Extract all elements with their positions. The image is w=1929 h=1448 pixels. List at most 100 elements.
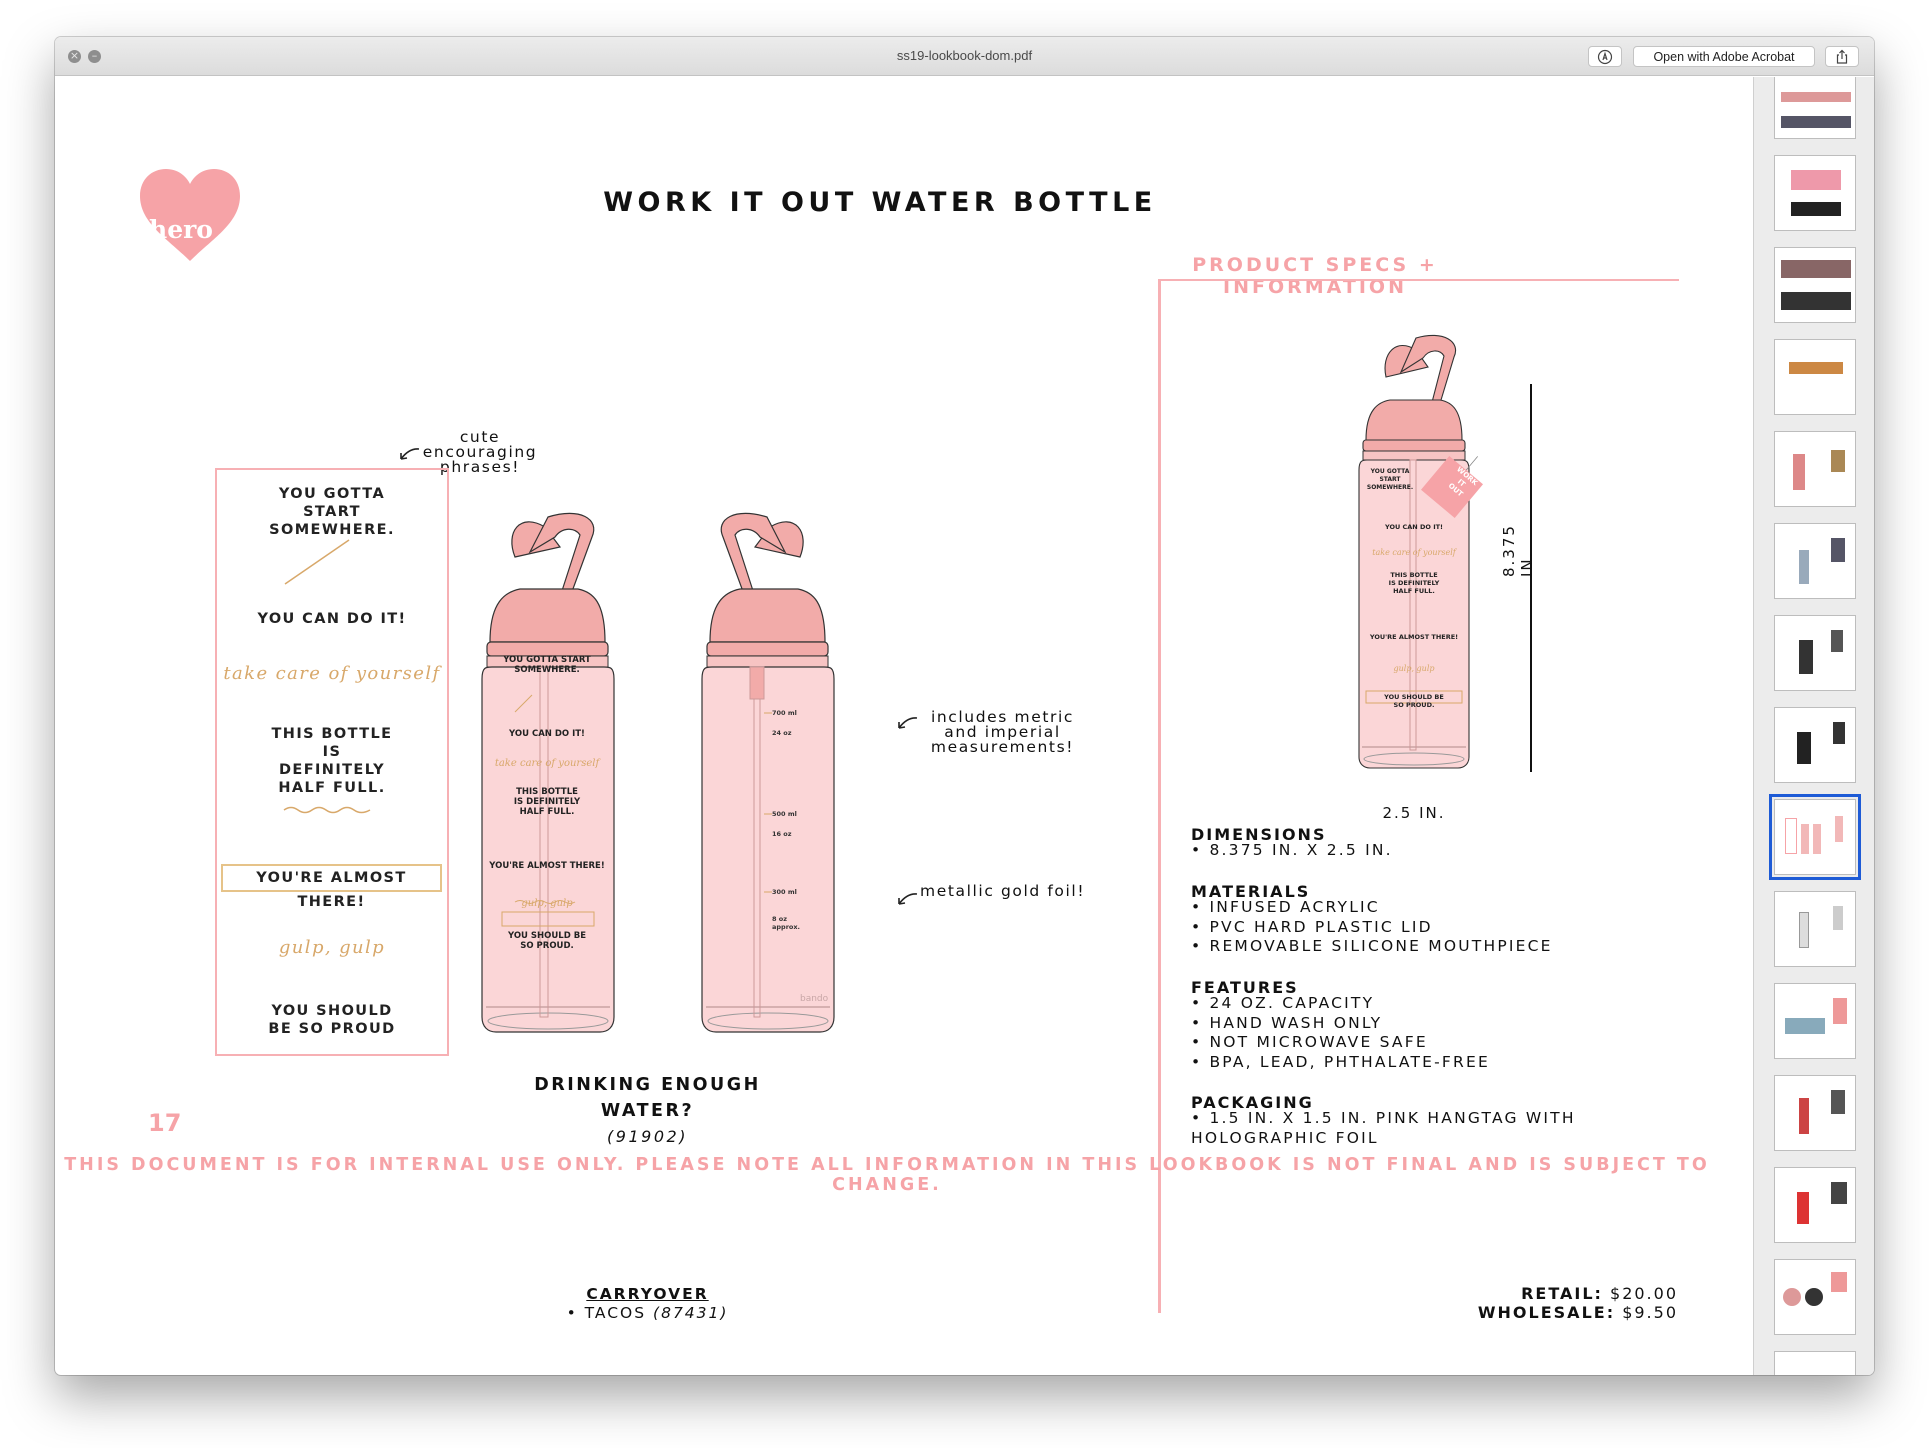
bottle-front-print: YOU GOTTA START SOMEWHERE. YOU CAN DO IT… xyxy=(482,655,612,951)
materials-item: • INFUSED ACRYLIC xyxy=(1191,898,1380,916)
phrase-almost-there: YOU'RE ALMOST THERE! xyxy=(221,864,442,910)
print-line: take care of yourself xyxy=(494,758,600,769)
gold-wave-icon xyxy=(283,806,371,814)
bando-logo: bando xyxy=(800,994,829,1004)
dimensions-heading: DIMENSIONS xyxy=(1191,825,1327,844)
hero-badge-label: hero xyxy=(149,215,213,244)
page-thumbnail[interactable] xyxy=(1774,523,1856,599)
features-item: • 24 OZ. CAPACITY xyxy=(1191,994,1375,1012)
carryover-heading: CARRYOVER xyxy=(586,1285,709,1303)
packaging-heading: PACKAGING xyxy=(1191,1093,1314,1112)
print-line: YOU SHOULD BE xyxy=(507,931,587,941)
product-name-line1: DRINKING ENOUGH xyxy=(534,1075,761,1095)
page-thumbnail[interactable] xyxy=(1774,1167,1856,1243)
window-title: ss19-lookbook-dom.pdf xyxy=(896,48,1033,63)
page-thumbnail[interactable] xyxy=(1774,155,1856,231)
packaging-item: HOLOGRAPHIC FOIL xyxy=(1191,1128,1379,1147)
print-line: SOMEWHERE. xyxy=(1366,484,1414,491)
features-item: • HAND WASH ONLY xyxy=(1191,1013,1383,1032)
print-line: gulp, gulp xyxy=(1393,664,1435,673)
page-thumbnail[interactable] xyxy=(1774,1259,1856,1335)
minimize-window-button[interactable]: – xyxy=(88,49,101,63)
phrases-panel xyxy=(215,468,449,1056)
wholesale-label: WHOLESALE: xyxy=(1477,1303,1616,1322)
print-line: THIS BOTTLE xyxy=(516,787,578,797)
page-thumbnail[interactable] xyxy=(1774,431,1856,507)
features-item: • NOT MICROWAVE SAFE xyxy=(1191,1033,1428,1051)
metric-note-line3: measurements! xyxy=(930,738,1075,756)
retail-label: RETAIL: xyxy=(1521,1284,1603,1303)
print-line: YOU'RE ALMOST THERE! xyxy=(489,861,605,871)
arrow-icon xyxy=(400,448,420,460)
page-thumbnail[interactable] xyxy=(1774,339,1856,415)
wholesale-value: $9.50 xyxy=(1622,1303,1678,1322)
preview-window: × – ss19-lookbook-dom.pdf Open with Adob… xyxy=(55,37,1874,1375)
dimension-bottle-print: YOU GOTTA START SOMEWHERE. xyxy=(1360,468,1420,492)
page-thumbnail[interactable] xyxy=(1774,247,1856,323)
print-line: SOMEWHERE. xyxy=(514,665,580,675)
page-thumbnail[interactable] xyxy=(1774,707,1856,783)
measure-24oz: 24 oz xyxy=(772,729,792,737)
print-line: HALF FULL. xyxy=(1393,587,1435,595)
measure-16oz: 16 oz xyxy=(772,830,792,838)
dimension-bottle-print: YOU CAN DO IT! take care of yourself THI… xyxy=(1356,523,1472,709)
gold-line-icon xyxy=(284,539,350,585)
print-line: YOU SHOULD BE xyxy=(1384,693,1444,701)
print-line: take care of yourself xyxy=(1372,548,1456,557)
page-thumbnail[interactable] xyxy=(1774,891,1856,967)
dimensions-item: • 8.375 IN. X 2.5 IN. xyxy=(1191,841,1393,859)
specs-heading: PRODUCT SPECS + INFORMATION xyxy=(1192,254,1438,298)
features-item: • BPA, LEAD, PHTHALATE-FREE xyxy=(1191,1052,1490,1071)
page-thumbnail-selected[interactable] xyxy=(1769,794,1861,880)
bottle-dimension-illustration xyxy=(1358,334,1532,772)
bottle-back-illustration xyxy=(701,512,835,1033)
footer-disclaimer: THIS DOCUMENT IS FOR INTERNAL USE ONLY. … xyxy=(64,1155,1710,1195)
page-number: 17 xyxy=(148,1109,182,1137)
measure-300ml: 300 ml xyxy=(772,888,797,896)
phrase-gulp: gulp, gulp xyxy=(278,937,386,958)
title-bar: × – ss19-lookbook-dom.pdf Open with Adob… xyxy=(55,37,1874,76)
width-dimension-label: 2.5 IN. xyxy=(1382,804,1446,822)
document-page: hero WORK IT OUT WATER BOTTLE PRODUCT SP… xyxy=(60,77,1753,1370)
height-dimension-label: 8.375 IN. xyxy=(1500,524,1536,577)
phrase-take-care: take care of yourself xyxy=(223,663,441,684)
measure-approx: approx. xyxy=(772,923,801,931)
product-sku: (91902) xyxy=(607,1127,688,1146)
retail-value: $20.00 xyxy=(1610,1284,1678,1303)
retail-price: RETAIL: $20.00 xyxy=(1360,1284,1678,1303)
page-thumbnail[interactable] xyxy=(1774,77,1856,139)
print-line: YOU CAN DO IT! xyxy=(509,729,585,739)
metric-note-line1: includes metric xyxy=(930,708,1075,726)
page-thumbnail[interactable] xyxy=(1774,1075,1856,1151)
close-icon: × xyxy=(69,49,80,62)
markup-pen-icon xyxy=(1597,49,1613,64)
phrase-so-proud: YOU SHOULD BE SO PROUD xyxy=(268,1003,396,1037)
print-line: IS DEFINITELY xyxy=(1388,579,1440,587)
metric-note-line2: and imperial xyxy=(944,723,1061,741)
markup-button[interactable] xyxy=(1588,46,1622,67)
page-thumbnail[interactable] xyxy=(1774,983,1856,1059)
page-thumbnail[interactable] xyxy=(1774,1351,1856,1375)
measure-700ml: 700 ml xyxy=(772,709,797,717)
materials-heading: MATERIALS xyxy=(1191,882,1311,901)
page-thumbnail[interactable] xyxy=(1774,615,1856,691)
features-heading: FEATURES xyxy=(1191,978,1299,997)
materials-item: • PVC HARD PLASTIC LID xyxy=(1191,917,1433,936)
minimize-icon: – xyxy=(91,49,98,62)
phrases-note-line2: encouraging xyxy=(422,443,538,461)
open-with-acrobat-button[interactable]: Open with Adobe Acrobat xyxy=(1633,46,1815,67)
measure-8oz: 8 oz xyxy=(772,915,788,923)
wholesale-price: WHOLESALE: $9.50 xyxy=(1360,1303,1678,1322)
arrow-icon xyxy=(898,717,918,729)
phrases-note-line1: cute xyxy=(459,428,501,446)
measure-500ml: 500 ml xyxy=(772,810,797,818)
arrow-icon xyxy=(898,893,918,905)
close-window-button[interactable]: × xyxy=(68,49,81,63)
phrase-start-somewhere: YOU GOTTA START SOMEWHERE. xyxy=(269,486,395,538)
product-name-line2: WATER? xyxy=(600,1101,695,1121)
share-button[interactable] xyxy=(1825,46,1859,67)
specs-divider-vertical xyxy=(1158,280,1161,1313)
print-line: THIS BOTTLE xyxy=(1390,571,1438,579)
packaging-item: • 1.5 IN. X 1.5 IN. PINK HANGTAG WITH xyxy=(1191,1109,1576,1127)
thumbnail-sidebar[interactable] xyxy=(1753,77,1874,1375)
